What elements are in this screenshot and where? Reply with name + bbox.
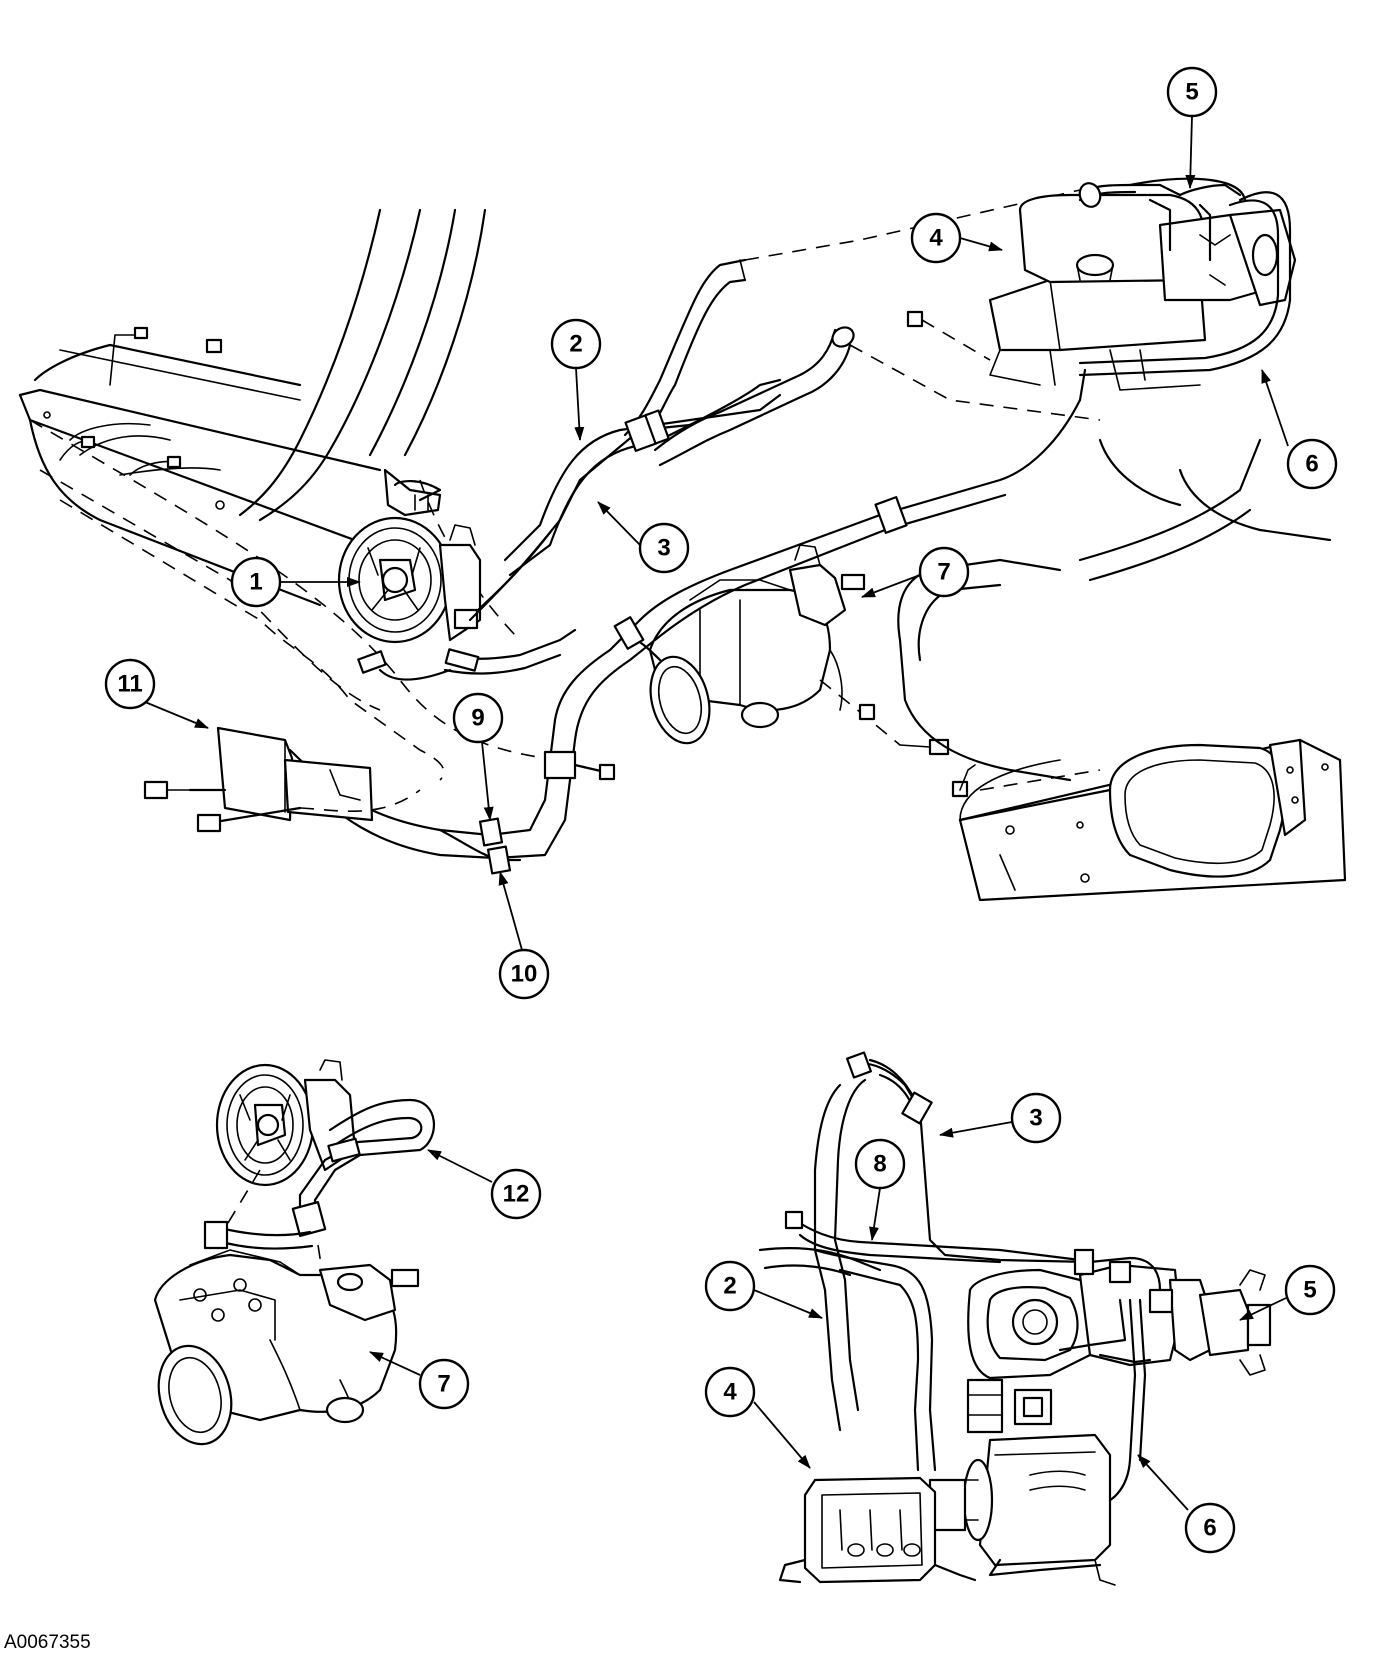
callout-10: 10	[498, 871, 550, 1000]
callout-2-detail: 2	[704, 1260, 823, 1319]
svg-text:9: 9	[471, 705, 484, 732]
svg-text:7: 7	[437, 1371, 450, 1398]
callout-5: 5	[1166, 66, 1218, 189]
callout-11: 11	[104, 658, 209, 729]
power-steering-pump	[337, 516, 482, 644]
callout-1: 1	[230, 556, 361, 608]
callout-6: 6	[1261, 369, 1338, 490]
svg-text:2: 2	[569, 331, 582, 358]
callout-3-detail: 3	[939, 1092, 1062, 1144]
callout-6-detail: 6	[1137, 1454, 1236, 1554]
hydro-boost-detail: 3 8 5 2 4 6	[704, 1051, 1336, 1586]
svg-text:5: 5	[1303, 1277, 1316, 1304]
callout-2: 2	[550, 318, 602, 441]
svg-text:4: 4	[723, 1379, 737, 1406]
svg-text:1: 1	[249, 569, 262, 596]
callout-12: 12	[427, 1149, 542, 1220]
svg-text:2: 2	[723, 1273, 736, 1300]
svg-text:6: 6	[1305, 451, 1318, 478]
callout-5-detail: 5	[1239, 1264, 1336, 1321]
hydro-boost-reservoir	[988, 177, 1297, 391]
callout-9: 9	[452, 692, 504, 821]
callout-3: 3	[597, 501, 690, 574]
figure-code: A0067355	[4, 1632, 91, 1653]
svg-text:4: 4	[929, 225, 943, 252]
svg-text:6: 6	[1203, 1515, 1216, 1542]
svg-text:8: 8	[873, 1151, 886, 1178]
svg-text:12: 12	[503, 1181, 530, 1208]
svg-text:10: 10	[511, 961, 538, 988]
svg-text:3: 3	[657, 535, 670, 562]
main-assembly-illustration: 1 2 3 4 5 6 7	[18, 66, 1347, 1000]
callout-7: 7	[861, 546, 970, 598]
callout-8: 8	[854, 1138, 906, 1241]
svg-text:7: 7	[937, 559, 950, 586]
pump-and-gear-detail: 12 7	[153, 1059, 542, 1446]
svg-text:3: 3	[1029, 1105, 1042, 1132]
oil-cooler	[143, 726, 421, 833]
steering-gear	[648, 544, 866, 745]
svg-text:5: 5	[1185, 79, 1198, 106]
callout-4: 4	[910, 212, 1003, 264]
callout-4-detail: 4	[704, 1366, 811, 1469]
callout-7-detail: 7	[369, 1351, 470, 1410]
svg-text:11: 11	[117, 671, 142, 698]
